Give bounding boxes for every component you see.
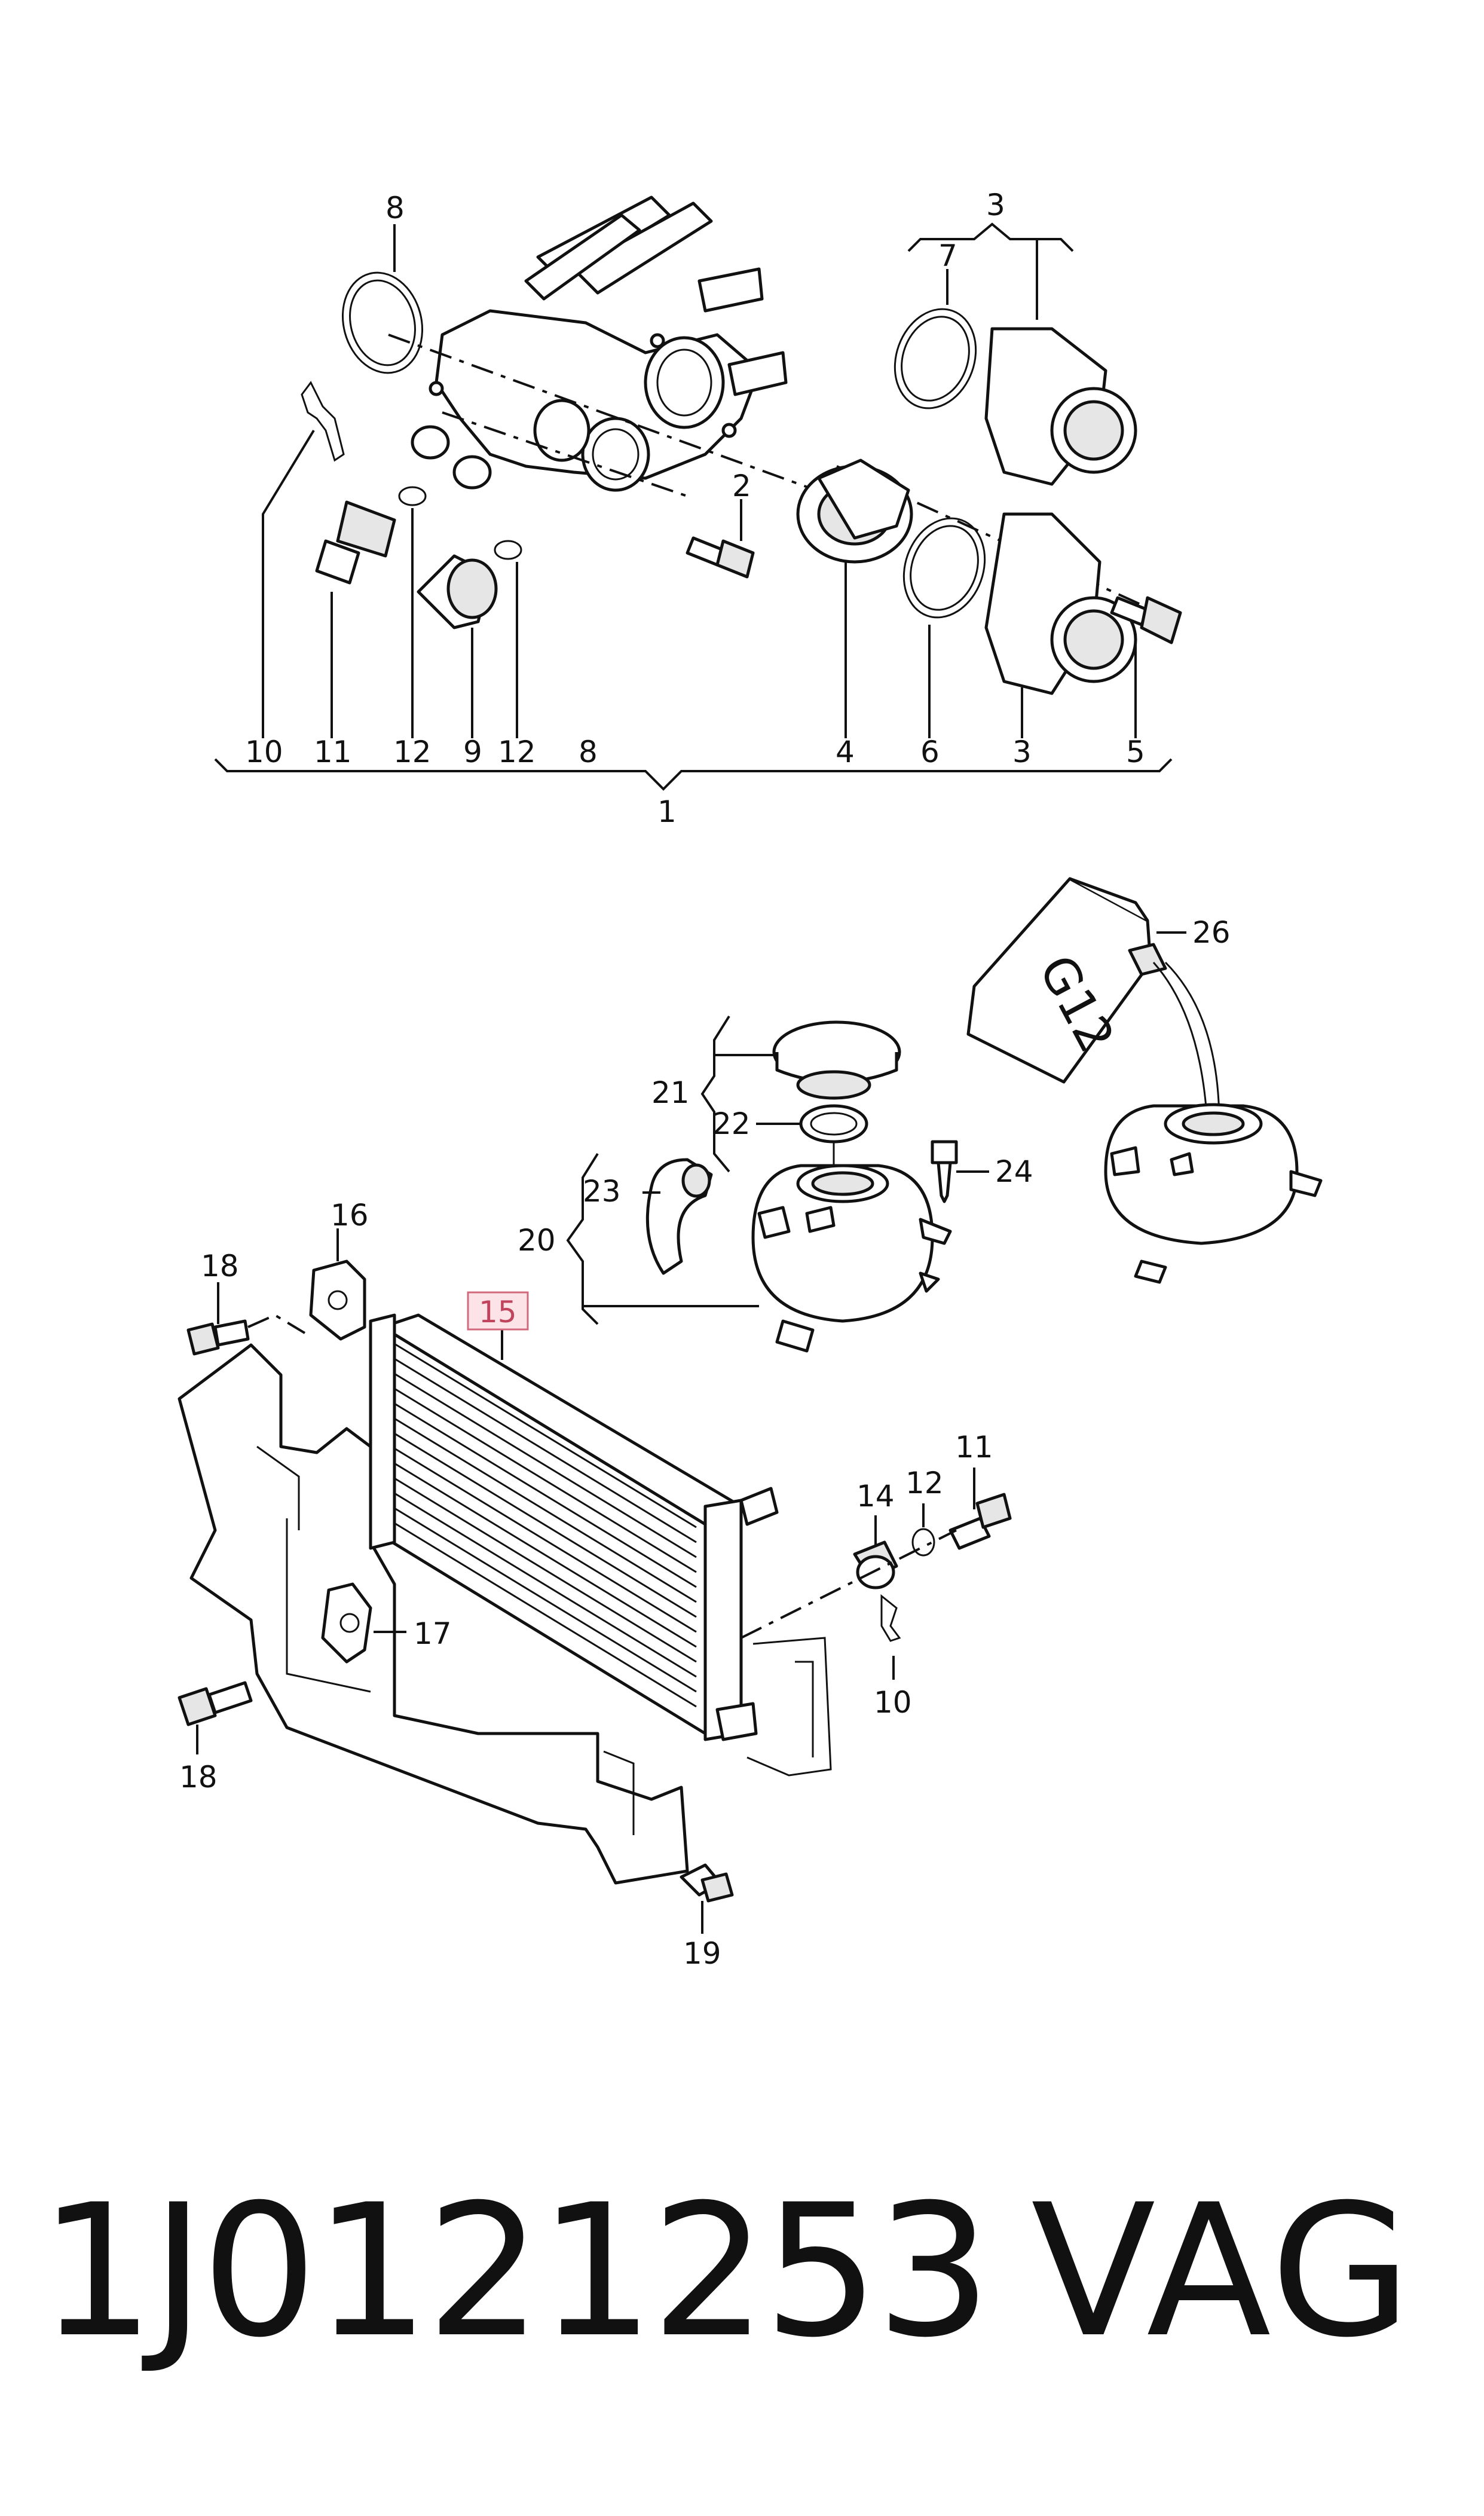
callout-10: 10 (874, 1685, 912, 1720)
callout-6: 6 (920, 735, 940, 769)
filler-cap-21 (772, 1020, 901, 1100)
expansion-tank-filled (1104, 1103, 1323, 1284)
callout-7: 7 (938, 239, 957, 273)
callout-20: 20 (518, 1223, 556, 1258)
temperature-sender-11-lower (948, 1493, 1012, 1550)
callout-26: 26 (1192, 915, 1231, 950)
bolt-18-upper (186, 1319, 250, 1356)
callout-14: 14 (856, 1479, 895, 1514)
temperature-sender-11 (315, 500, 396, 585)
coolant-flange (429, 195, 788, 492)
callout-22: 22 (712, 1106, 751, 1141)
callout-3: 3 (986, 188, 1005, 222)
callout-2: 2 (732, 469, 751, 503)
retaining-clip-10-lower (880, 1594, 901, 1642)
bolt-18-lower (178, 1681, 253, 1726)
mounting-bracket-16 (309, 1259, 366, 1341)
callout-16: 16 (331, 1198, 369, 1233)
radiator-15 (369, 1313, 779, 1741)
callout-8: 8 (579, 735, 598, 769)
part-number: 1J0121253 (39, 2165, 992, 2377)
retaining-clip-10 (301, 381, 345, 462)
callout-3: 3 (1012, 735, 1032, 769)
thermostat-4 (796, 458, 913, 564)
sealing-plug-9 (417, 554, 498, 629)
callout-15: 15 (479, 1295, 517, 1329)
callout-18: 18 (179, 1760, 218, 1794)
coolant-canister-26: G12 (966, 877, 1220, 1124)
o-ring-7 (894, 308, 977, 409)
expansion-tank-20 (751, 1164, 952, 1353)
callout-10: 10 (245, 735, 283, 769)
o-ring-8 (341, 271, 424, 374)
bolt-2 (686, 536, 755, 579)
callout-11: 11 (314, 735, 352, 769)
callout-24: 24 (995, 1154, 1033, 1189)
bolt-5 (1110, 596, 1182, 644)
mounting-bracket-17 (321, 1582, 372, 1664)
callout-17: 17 (414, 1616, 452, 1651)
exploded-parts-diagram: G12 (178, 188, 1323, 1971)
callout-12: 12 (393, 735, 432, 769)
callout-23: 23 (583, 1174, 621, 1209)
radiator-group (178, 1228, 1012, 1934)
o-ring-6 (902, 517, 986, 619)
callout-18: 18 (201, 1249, 239, 1283)
drain-plug-19 (680, 1863, 734, 1903)
callout-12: 12 (905, 1466, 944, 1500)
coolant-flange-assembly (214, 195, 1182, 791)
screw-24 (931, 1140, 958, 1203)
thermo-switch-14 (853, 1540, 898, 1589)
callout-9: 9 (463, 735, 482, 769)
coolant-connector-3-upper (984, 327, 1137, 486)
radiator-support-frame (178, 1343, 832, 1885)
callout-11: 11 (955, 1430, 993, 1465)
callout-5: 5 (1126, 735, 1145, 769)
tank-bracket-23 (645, 1158, 713, 1275)
expansion-tank-group: G12 (566, 877, 1323, 1353)
brand-name: VAG (1031, 2165, 1414, 2377)
callout-15-highlight: 15 (467, 1291, 529, 1331)
callout-8: 8 (385, 191, 405, 225)
callout-4: 4 (836, 735, 855, 769)
callout-1: 1 (657, 794, 677, 829)
coolant-connector-3-lower (984, 512, 1137, 695)
callout-12: 12 (498, 735, 536, 769)
o-ring-12 (911, 1528, 935, 1557)
callout-19: 19 (683, 1936, 721, 1971)
callout-21: 21 (651, 1075, 690, 1110)
